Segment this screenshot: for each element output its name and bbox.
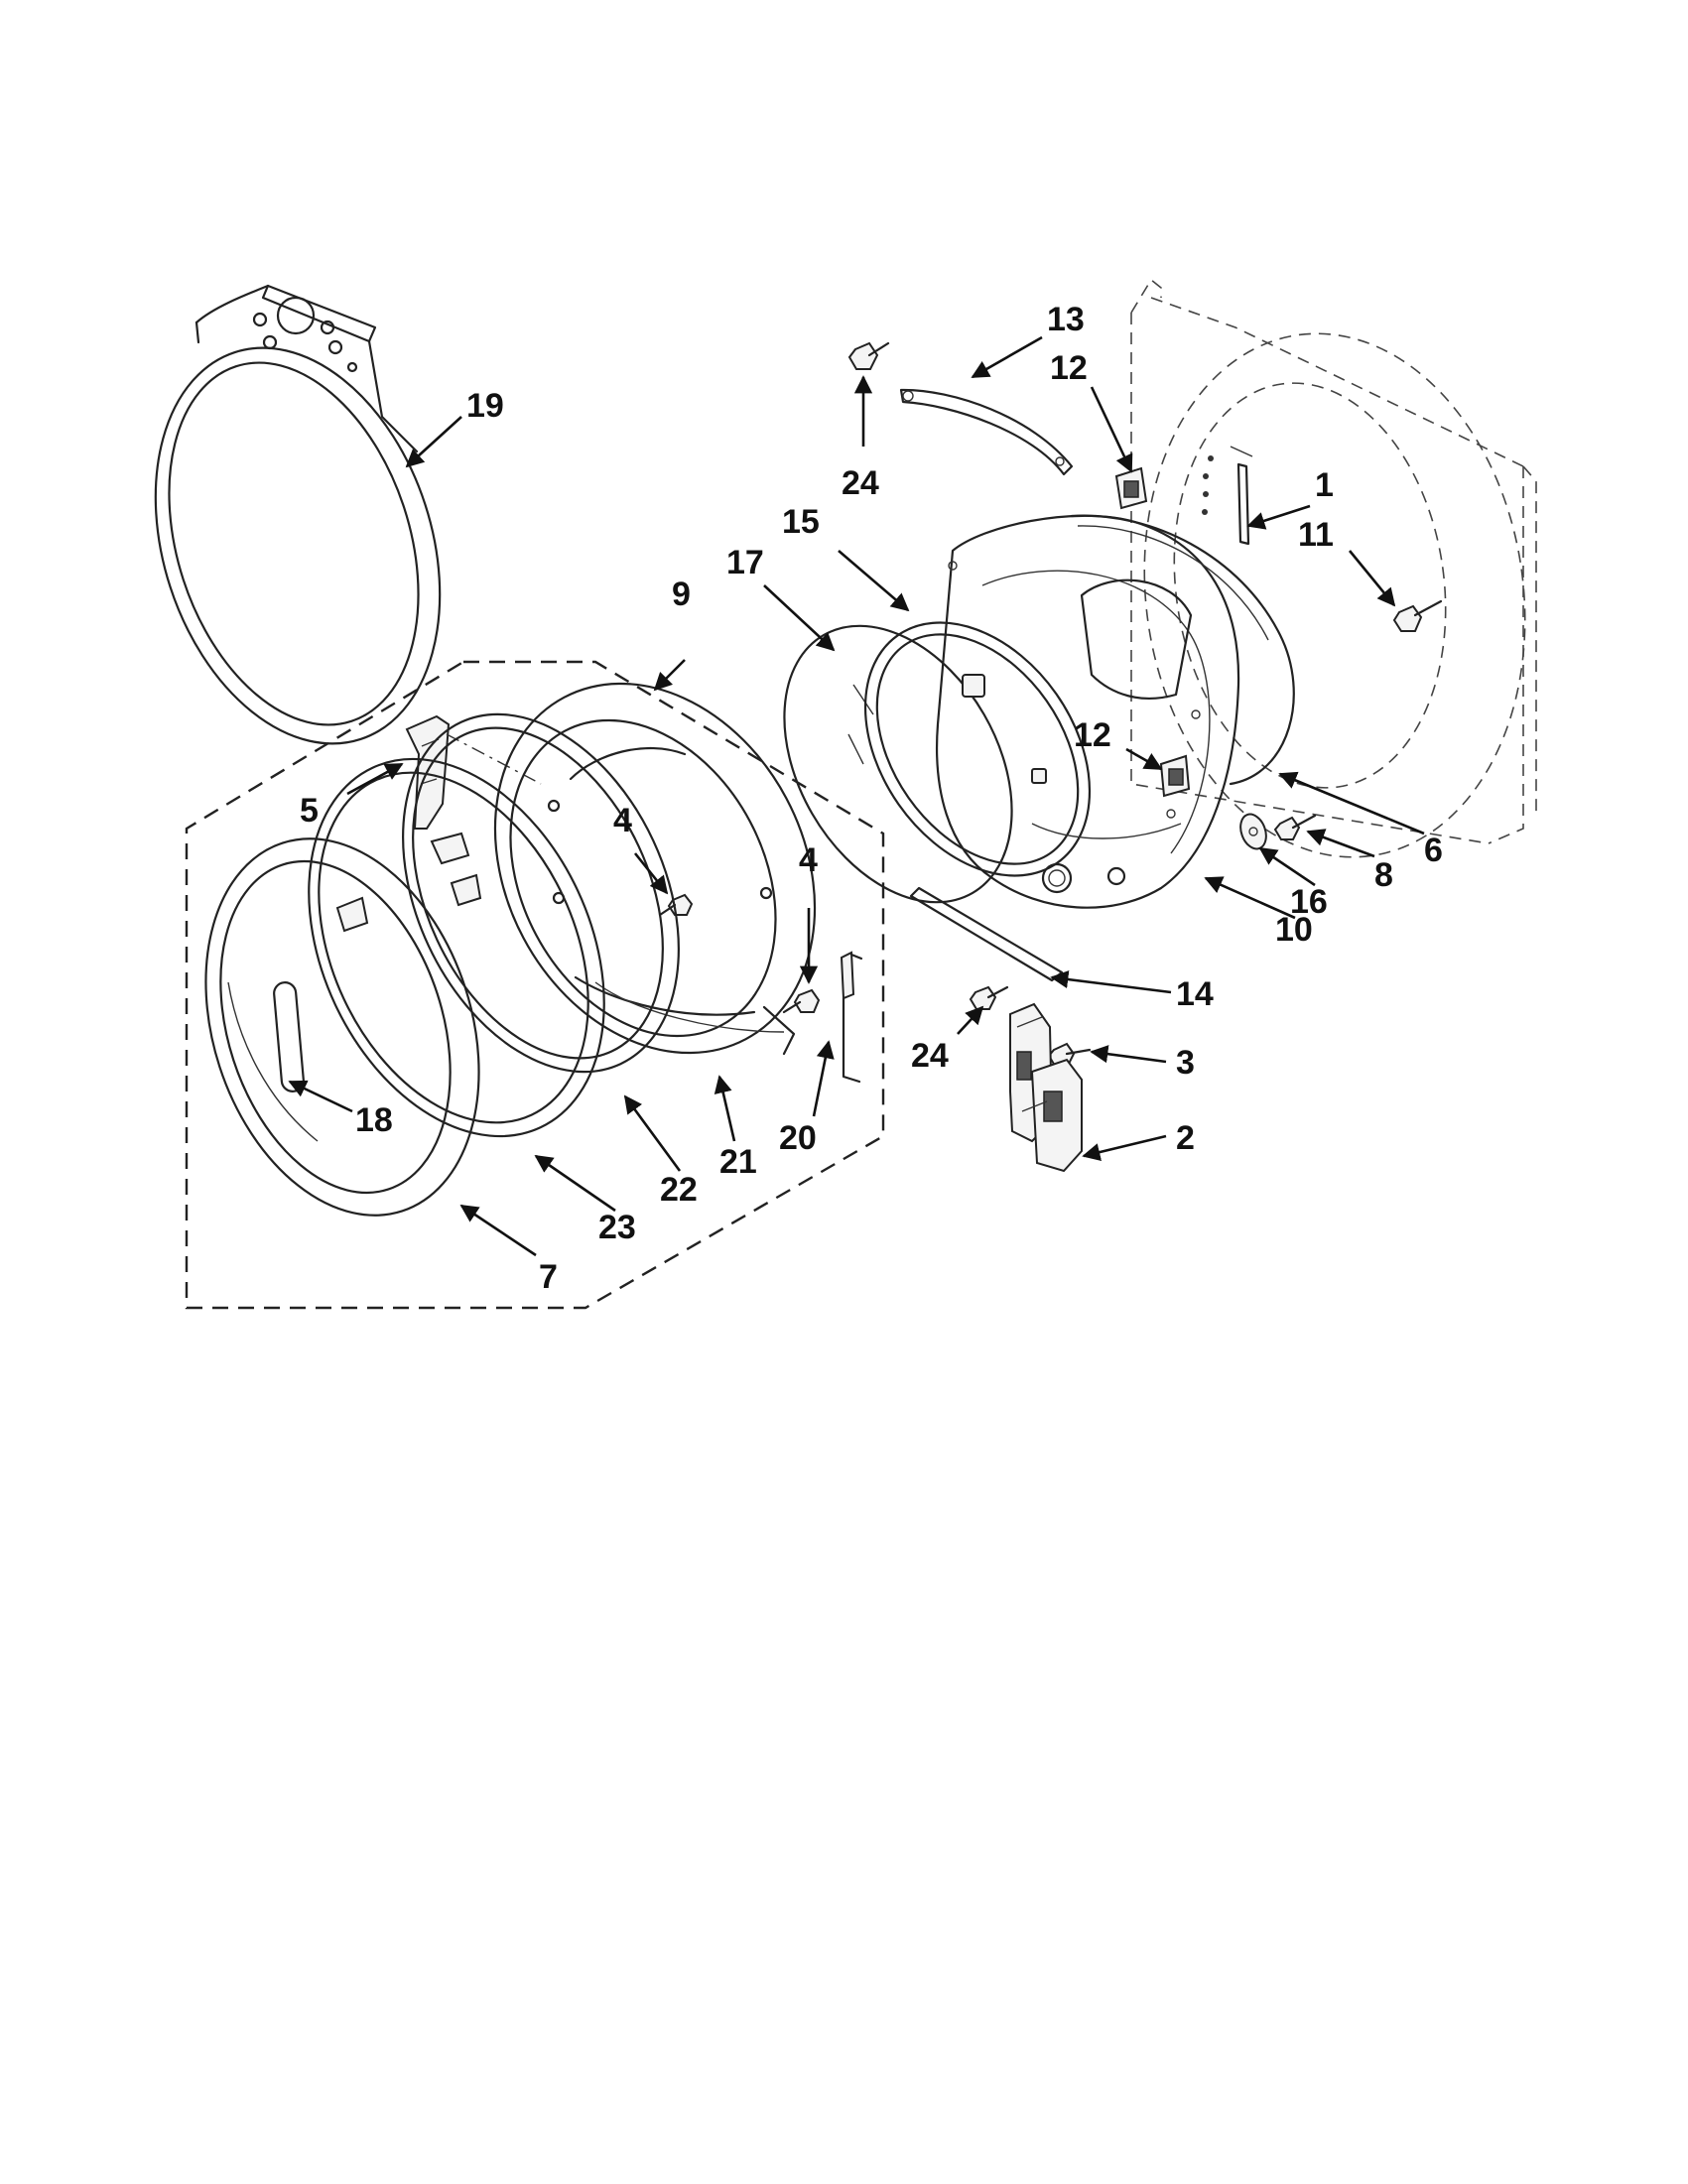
part-15-gasket [863, 621, 1092, 877]
callout-2: 2 [1176, 1119, 1195, 1157]
callout-12-mid: 12 [1074, 716, 1111, 754]
callout-8: 8 [1374, 856, 1393, 894]
callout-18: 18 [355, 1101, 393, 1139]
cabinet-outline [1130, 278, 1537, 858]
callout-6: 6 [1424, 832, 1443, 869]
callout-20: 20 [779, 1119, 817, 1157]
callout-1: 1 [1315, 466, 1334, 504]
callout-21: 21 [719, 1143, 757, 1181]
callout-16: 16 [1290, 883, 1328, 921]
part-8-screw [1273, 814, 1317, 840]
assembly-9-outline [185, 660, 885, 1310]
part-22-ring [402, 712, 680, 1074]
callout-24-bottom: 24 [911, 1037, 949, 1075]
part-13-strap [899, 388, 1074, 476]
part-11-screw [1392, 599, 1443, 632]
callout-11: 11 [1298, 516, 1334, 554]
part-18-handle-slot [273, 981, 305, 1092]
callout-13: 13 [1047, 301, 1085, 338]
callout-22: 22 [660, 1171, 698, 1209]
callout-4-left: 4 [613, 802, 632, 839]
part-19-bulkhead-ring [154, 284, 442, 745]
part-6-seal [1070, 514, 1295, 786]
part-2-door-lock [1009, 1002, 1083, 1173]
part-1-strip [1230, 446, 1253, 546]
callout-12-top: 12 [1050, 349, 1088, 387]
callout-5: 5 [300, 792, 319, 830]
callout-10: 10 [1275, 911, 1313, 949]
part-24-screw-a [847, 341, 890, 370]
part-23-frame-ring [308, 757, 605, 1138]
part-7-outer-door [204, 837, 480, 1217]
part-24-screw-b [969, 985, 1009, 1010]
part-12-clip-b [1159, 754, 1191, 798]
part-16-washer [1239, 813, 1267, 850]
callout-4-right: 4 [799, 841, 818, 879]
leader-lines [288, 335, 1425, 1257]
callout-23: 23 [598, 1209, 636, 1246]
callout-labels: 13 12 19 24 1 15 11 17 9 12 5 4 4 6 8 16… [300, 301, 1443, 1296]
part-4-screw-b [782, 988, 821, 1014]
callout-15: 15 [782, 503, 820, 541]
callout-19: 19 [466, 387, 504, 425]
part-20-bracket [840, 951, 863, 1084]
callout-24-top: 24 [842, 464, 879, 502]
callout-9: 9 [672, 576, 691, 613]
callout-14: 14 [1176, 975, 1214, 1013]
callout-7: 7 [539, 1258, 558, 1296]
callout-3: 3 [1176, 1044, 1195, 1082]
callout-17: 17 [726, 544, 764, 581]
part-12-clip-a [1114, 466, 1148, 510]
part-21-inner-door [493, 682, 817, 1056]
